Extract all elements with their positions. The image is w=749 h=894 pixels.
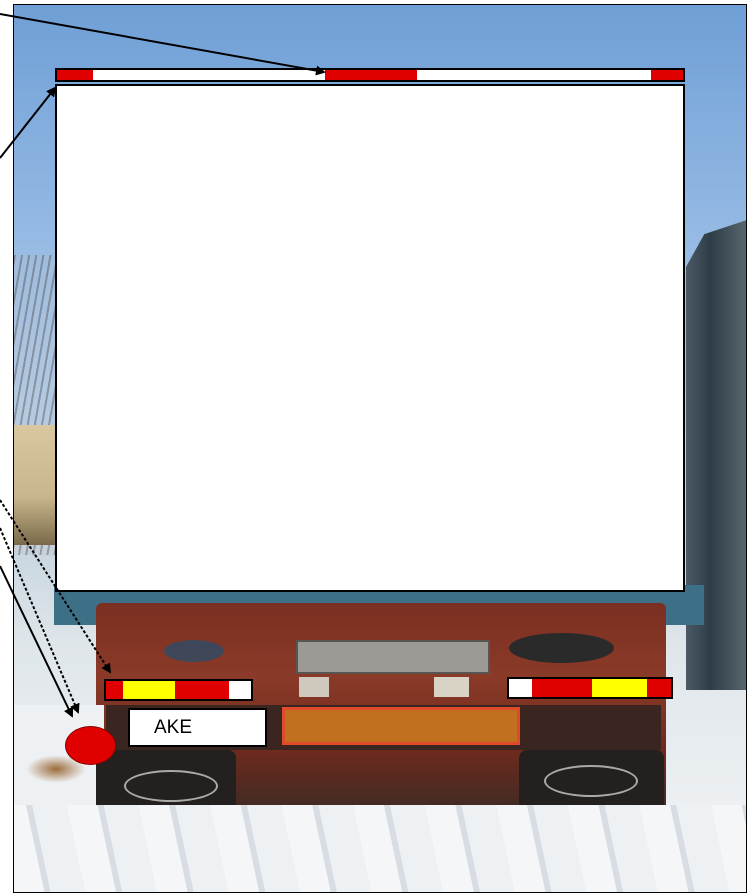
arrow-pointer-icon bbox=[0, 566, 72, 716]
arrow-pointer-icon bbox=[0, 88, 55, 158]
arrow-pointer-icon bbox=[0, 500, 110, 672]
arrow-pointer-icon bbox=[0, 14, 324, 72]
arrow-pointer-icon bbox=[0, 528, 78, 712]
